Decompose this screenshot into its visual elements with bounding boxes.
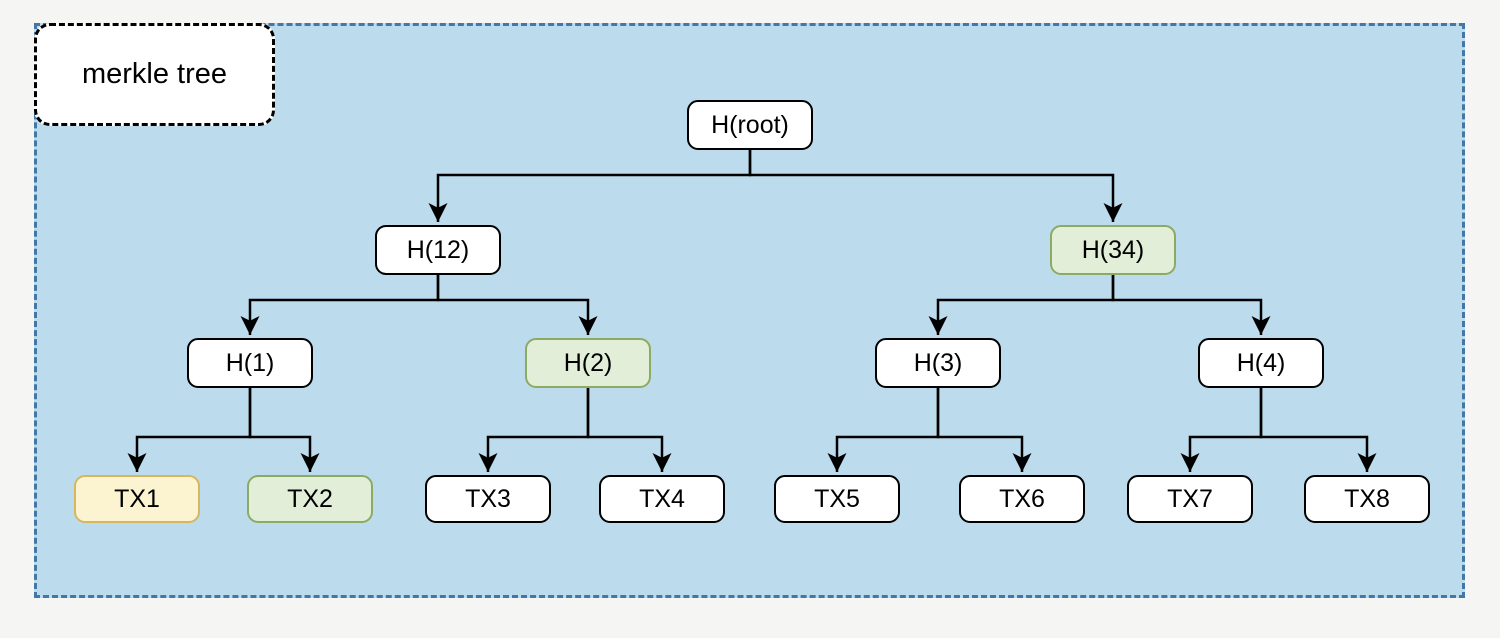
- node-h1: H(1): [187, 338, 313, 388]
- node-tx2: TX2: [247, 475, 373, 523]
- node-h-root: H(root): [687, 100, 813, 150]
- node-tx1: TX1: [74, 475, 200, 523]
- diagram-title: merkle tree: [81, 58, 228, 90]
- node-h4: H(4): [1198, 338, 1324, 388]
- node-tx5: TX5: [774, 475, 900, 523]
- diagram-title-box: merkle tree: [34, 23, 275, 126]
- node-tx6: TX6: [959, 475, 1085, 523]
- node-tx3: TX3: [425, 475, 551, 523]
- node-tx4: TX4: [599, 475, 725, 523]
- node-h34: H(34): [1050, 225, 1176, 275]
- node-h12: H(12): [375, 225, 501, 275]
- node-tx7: TX7: [1127, 475, 1253, 523]
- node-tx8: TX8: [1304, 475, 1430, 523]
- node-h2: H(2): [525, 338, 651, 388]
- node-h3: H(3): [875, 338, 1001, 388]
